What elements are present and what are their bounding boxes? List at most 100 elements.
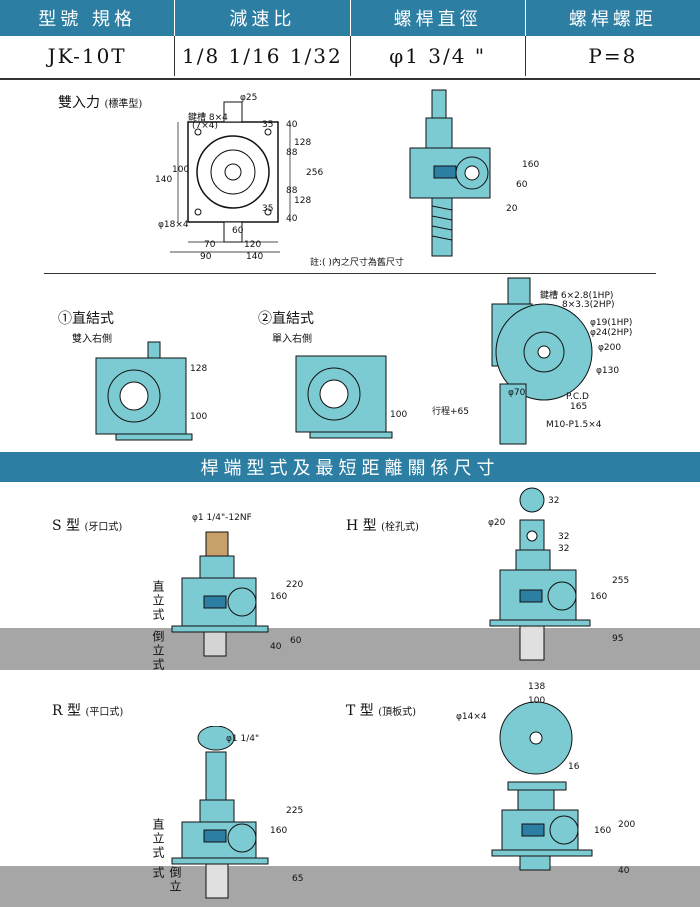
motor-dia-2hp: φ24(2HP) <box>590 328 633 338</box>
dim-100-left: 100 <box>172 165 190 175</box>
item2-subtitle: 單入右側 <box>272 334 312 345</box>
item1-drawing <box>95 341 193 441</box>
dim-40-bottom: 40 <box>286 214 298 224</box>
h-type-sub: (栓孔式) <box>381 522 419 533</box>
s-type-drawing <box>171 531 269 657</box>
motor-keyway-1hp: 鍵槽 6×2.8(1HP) <box>540 291 614 301</box>
t-dim-40: 40 <box>618 866 630 876</box>
h-dim-hole: φ20 <box>488 518 506 528</box>
r-type-label: R 型 (平口式) <box>52 700 123 720</box>
section1-subtitle: (標準型) <box>104 99 143 110</box>
r-dim-160: 160 <box>270 826 288 836</box>
s-type-text: S 型 <box>52 518 81 534</box>
r-type-sub: (平口式) <box>85 707 124 718</box>
dim-side-160: 160 <box>522 160 540 170</box>
s-type-sub: (牙口式) <box>84 522 123 533</box>
dim-bolt-holes: φ18×4 <box>158 220 189 230</box>
r-dim-225: 225 <box>286 806 304 816</box>
h-dim-160: 160 <box>590 592 608 602</box>
value-diameter: φ1 3/4 " <box>351 36 526 76</box>
s-dim-60: 60 <box>290 636 302 646</box>
dim-128-bottom: 128 <box>294 196 312 206</box>
dim-side-20: 20 <box>506 204 518 214</box>
item1-dim-128: 128 <box>190 364 208 374</box>
value-ratio: 1/8 1/16 1/32 <box>175 36 351 76</box>
h-dim-32-low: 32 <box>558 544 570 554</box>
r-type-drawing <box>171 726 269 899</box>
section1-note: 註:( )內之尺寸為舊尺寸 <box>310 258 404 268</box>
t-dim-100: 100 <box>528 696 546 706</box>
dim-keyway: 鍵槽 8×4 <box>188 113 228 123</box>
header-col-diameter: 螺桿直徑 <box>351 0 526 36</box>
item1-subtitle: 雙入右側 <box>72 334 112 345</box>
item1-title: ①直結式 <box>58 311 114 327</box>
dim-side-60: 60 <box>516 180 528 190</box>
dim-60: 60 <box>232 226 244 236</box>
ground-band-bottom <box>0 866 700 907</box>
divider-line <box>44 273 656 274</box>
section3-title: 桿端型式及最短距離關係尺寸 <box>0 452 700 482</box>
value-model: JK-10T <box>0 36 176 76</box>
motor-bolt-spec: M10-P1.5×4 <box>546 420 602 430</box>
header-col-model: 型號 規格 <box>0 0 176 36</box>
t-dim-138: 138 <box>528 682 546 692</box>
dim-keyway-old: (7×4) <box>192 121 219 131</box>
side-view-drawing <box>409 89 491 257</box>
dim-88-bottom: 88 <box>286 186 298 196</box>
r-type-text: R 型 <box>52 703 81 719</box>
dim-140-bottom: 140 <box>246 252 264 262</box>
h-dim-32-top: 32 <box>548 496 560 506</box>
r-dim-65: 65 <box>292 874 304 884</box>
dim-140-left: 140 <box>155 175 173 185</box>
item2-drawing <box>295 355 393 439</box>
dim-90: 90 <box>200 252 212 262</box>
s-type-label: S 型 (牙口式) <box>52 515 122 535</box>
motor-pcd-value: 165 <box>570 402 588 412</box>
item2-title: ②直結式 <box>258 311 314 327</box>
motor-stroke: 行程+65 <box>432 407 469 417</box>
motor-dia-1hp: φ19(1HP) <box>590 318 633 328</box>
s-inverted-label: 倒立式 <box>151 630 165 672</box>
s-upright-label: 直立式 <box>151 580 165 622</box>
ground-band-top <box>0 628 700 670</box>
dim-70: 70 <box>204 240 216 250</box>
spec-header: 型號 規格 減速比 螺桿直徑 螺桿螺距 JK-10T 1/8 1/16 1/32… <box>0 0 700 80</box>
section1-title: 雙入力 (標準型) <box>58 92 142 112</box>
value-pitch: P=8 <box>588 44 638 68</box>
motor-dia-70: φ70 <box>508 388 526 398</box>
item1-dim-100: 100 <box>190 412 208 422</box>
motor-dia-200: φ200 <box>598 343 622 353</box>
h-dim-32-mid: 32 <box>558 532 570 542</box>
header-col-pitch: 螺桿螺距 <box>568 9 657 30</box>
dim-35-bottom: 35 <box>262 204 274 214</box>
t-type-text: T 型 <box>346 703 374 719</box>
t-dim-holes: φ14×4 <box>456 712 487 722</box>
t-dim-160: 160 <box>594 826 612 836</box>
h-dim-255: 255 <box>612 576 630 586</box>
s-dim-160: 160 <box>270 592 288 602</box>
r-upright-label: 直立式 <box>151 818 165 860</box>
s-thread: φ1 1/4"-12NF <box>192 513 252 523</box>
dim-35-top: 35 <box>262 120 274 130</box>
motor-keyway-2hp: 8×3.3(2HP) <box>562 300 615 310</box>
motor-drawing <box>491 277 593 445</box>
t-type-label: T 型 (頂板式) <box>346 700 416 720</box>
h-type-label: H 型 (栓孔式) <box>346 515 419 535</box>
front-view-drawing <box>170 101 291 253</box>
t-dim-16: 16 <box>568 762 580 772</box>
motor-dia-130: φ130 <box>596 366 620 376</box>
item2-dim-100: 100 <box>390 410 408 420</box>
dim-120: 120 <box>244 240 262 250</box>
dim-128-top: 128 <box>294 138 312 148</box>
s-dim-220: 220 <box>286 580 304 590</box>
s-dim-40: 40 <box>270 642 282 652</box>
dim-88-top: 88 <box>286 148 298 158</box>
h-type-text: H 型 <box>346 518 377 534</box>
t-dim-200: 200 <box>618 820 636 830</box>
t-type-sub: (頂板式) <box>378 707 417 718</box>
motor-pcd-label: P.C.D <box>566 392 589 402</box>
r-inverted-label: 倒立式 <box>151 866 182 894</box>
header-col-ratio: 減速比 <box>175 0 351 36</box>
dim-40-top: 40 <box>286 120 298 130</box>
header-row-labels: 型號 規格 減速比 螺桿直徑 螺桿螺距 <box>0 0 700 36</box>
